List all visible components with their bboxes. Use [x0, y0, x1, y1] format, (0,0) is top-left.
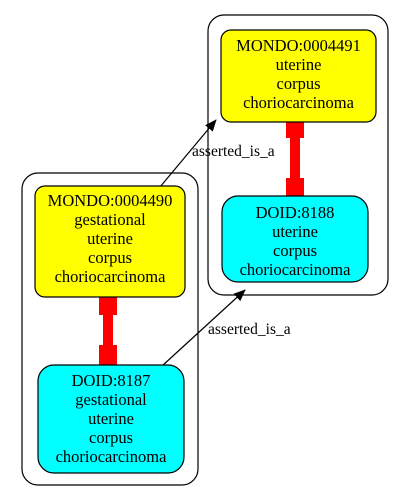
node-id-label: DOID:8187: [72, 371, 151, 390]
node-name-line: uterine: [276, 55, 322, 74]
node-id-label: MONDO:0004491: [236, 36, 361, 55]
node-name-line: choriocarcinoma: [56, 447, 168, 466]
equivalence-edge-left: [99, 297, 117, 365]
node-id-label: MONDO:0004490: [48, 191, 173, 210]
equivalence-edge-right: [286, 122, 304, 196]
node-mondo-0004491[interactable]: MONDO:0004491 uterine corpus choriocarci…: [220, 29, 377, 123]
node-doid-8187[interactable]: DOID:8187 gestational uterine corpus cho…: [37, 364, 185, 474]
node-name-line: choriocarcinoma: [243, 93, 355, 112]
edge-label-doid: asserted_is_a: [208, 321, 291, 338]
cluster-right: [207, 14, 389, 296]
node-name-line: gestational: [75, 390, 147, 409]
node-id-label: DOID:8188: [256, 203, 335, 222]
node-name-line: gestational: [74, 210, 146, 229]
node-name-line: choriocarcinoma: [240, 260, 352, 279]
node-mondo-0004490[interactable]: MONDO:0004490 gestational uterine corpus…: [34, 185, 186, 298]
node-name-line: corpus: [273, 241, 317, 260]
node-name-line: corpus: [277, 74, 321, 93]
node-name-line: uterine: [88, 409, 134, 428]
node-name-line: corpus: [89, 428, 133, 447]
node-name-line: corpus: [88, 248, 132, 267]
node-name-line: uterine: [87, 229, 133, 248]
cluster-left: [21, 172, 199, 486]
is-a-edge-mondo: asserted_is_a: [159, 119, 275, 188]
edge-label-mondo: asserted_is_a: [192, 143, 275, 160]
node-name-line: choriocarcinoma: [55, 267, 167, 286]
node-doid-8188[interactable]: DOID:8188 uterine corpus choriocarcinoma: [221, 195, 369, 283]
is-a-edge-doid: asserted_is_a: [161, 289, 291, 367]
node-name-line: uterine: [272, 222, 318, 241]
